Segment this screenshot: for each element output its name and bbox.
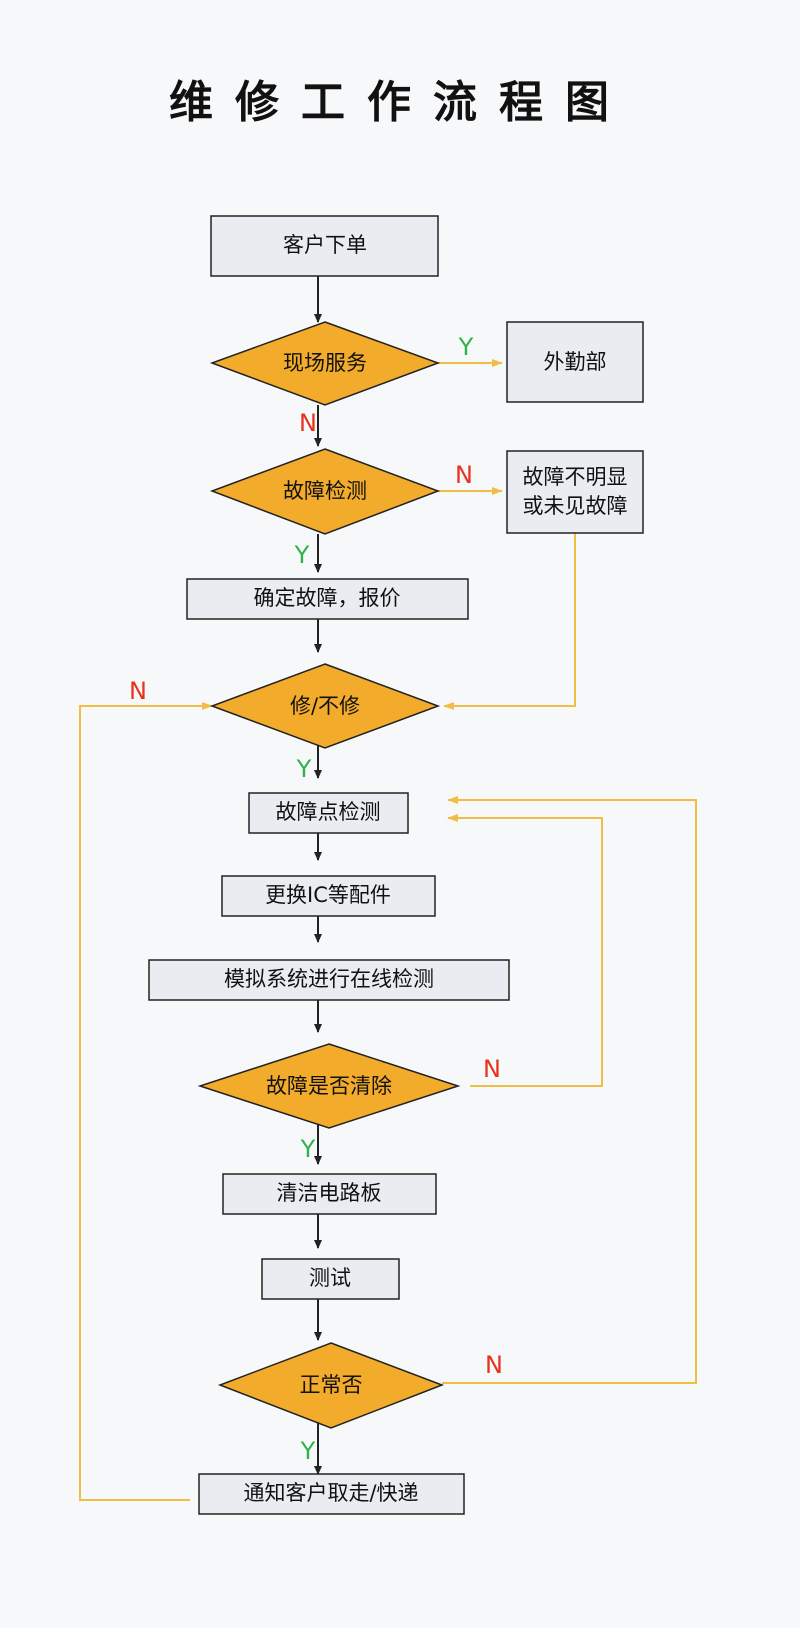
edge-notify-back-to-repair [79,702,213,1501]
label-onsite-no: N [299,409,317,437]
node-order-box [210,215,439,277]
node-clean-label: 清洁电路板 [277,1181,382,1205]
node-repair-label: 修/不修 [290,694,360,718]
node-simulate-label: 模拟系统进行在线检测 [224,967,434,991]
label-repair-yes: Y [296,755,312,783]
node-test-label: 测试 [309,1266,351,1290]
node-pointcheck-label: 故障点检测 [276,800,381,824]
label-normal-no: N [485,1351,503,1379]
node-notify-box [198,1473,465,1515]
node-unclear-label-line1: 故障不明显 [523,465,628,489]
node-field-dept-label: 外勤部 [544,350,607,374]
loop-connectors [79,359,697,1501]
edge-unclear-to-repair [443,533,576,710]
node-order-label: 客户下单 [283,233,367,257]
edge-cleared-no-to-pointcheck [447,814,603,1087]
node-field-dept-box [506,321,644,403]
page-title: 维修工作流程图 [169,77,631,128]
node-normal-diamond [217,1342,445,1429]
label-faultcheck-no: N [455,461,473,489]
node-clean-box [222,1173,437,1215]
node-normal-label: 正常否 [300,1373,363,1397]
node-replace-box [221,875,436,917]
node-faultcheck-label: 故障检测 [283,479,367,503]
node-unclear-label-line2: 或未见故障 [523,494,628,518]
node-faultcheck-diamond [209,448,441,535]
node-unclear-box [506,450,644,534]
node-onsite-diamond [209,321,441,406]
node-notify-label: 通知客户取走/快递 [243,1481,418,1505]
node-cleared-label: 故障是否清除 [266,1074,392,1098]
node-test-box [261,1258,400,1300]
label-faultcheck-yes: Y [294,541,310,569]
node-onsite-label: 现场服务 [283,351,367,375]
label-normal-yes: Y [300,1437,316,1465]
node-replace-label: 更换IC等配件 [265,883,391,907]
node-repair-diamond [209,663,441,749]
node-pointcheck-box [248,792,409,834]
edge-normal-no-to-pointcheck [442,796,697,1384]
node-confirm-label: 确定故障，报价 [254,586,401,610]
node-simulate-box [148,959,510,1001]
node-confirm-box [186,578,469,620]
label-cleared-yes: Y [300,1135,316,1163]
node-cleared-diamond [197,1043,461,1129]
label-onsite-yes: Y [458,333,474,361]
label-cleared-no: N [483,1055,501,1083]
label-notify-loop-no: N [129,677,147,705]
